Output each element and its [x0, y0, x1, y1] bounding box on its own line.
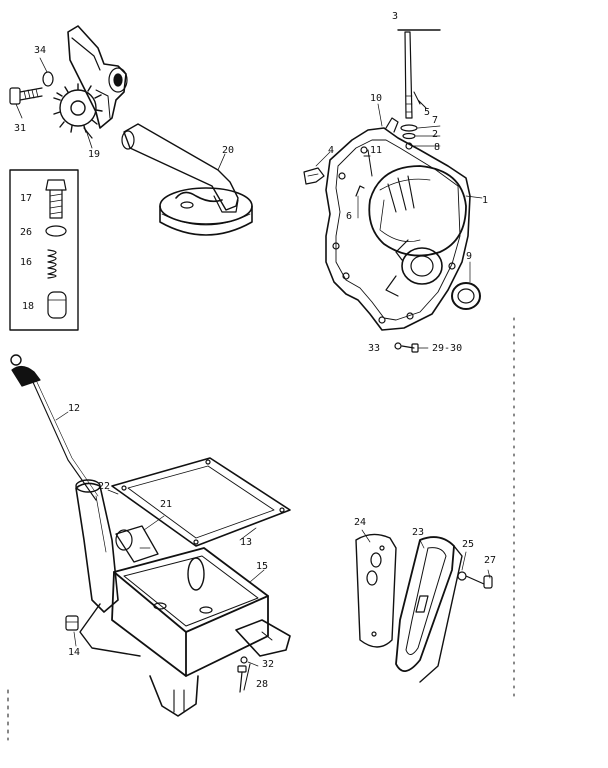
callout-20: 20	[222, 145, 235, 156]
callout-21: 21	[160, 499, 173, 510]
callout-17: 17	[20, 193, 33, 204]
washer-2	[402, 132, 416, 140]
callout-15: 15	[256, 561, 269, 572]
parts-box	[9, 169, 79, 331]
callout-10: 10	[370, 93, 383, 104]
dipstick-12	[10, 354, 99, 501]
callout-22: 22	[98, 481, 111, 492]
filler-tube-22	[75, 479, 119, 613]
oil-seal-9	[451, 282, 481, 310]
clip-8	[405, 142, 413, 150]
callout-7: 7	[432, 115, 439, 126]
plug-14	[65, 615, 79, 631]
callout-3: 3	[392, 11, 399, 22]
callout-28: 28	[256, 679, 269, 690]
callout-13: 13	[240, 537, 253, 548]
callout-18: 18	[22, 301, 35, 312]
pipe-fitting-21	[115, 515, 165, 563]
spring-16	[47, 249, 57, 279]
bolt-31	[9, 87, 43, 105]
callout-19: 19	[88, 149, 101, 160]
callout-12: 12	[68, 403, 81, 414]
washer-32	[240, 656, 248, 664]
callout-29-30: 29-30	[432, 343, 463, 354]
plunger-18	[47, 291, 67, 319]
callout-24: 24	[354, 517, 367, 528]
side-cover-assembly	[355, 529, 493, 683]
oring-26	[45, 225, 67, 237]
callout-2: 2	[432, 129, 439, 140]
callout-33: 33	[368, 343, 381, 354]
callout-6: 6	[346, 211, 353, 222]
washer-7	[400, 124, 418, 132]
washer-25	[457, 571, 467, 581]
washer-33	[394, 342, 402, 350]
callout-34: 34	[34, 45, 47, 56]
screw-29-30	[401, 343, 419, 353]
callout-23: 23	[412, 527, 425, 538]
callout-11: 11	[370, 145, 383, 156]
oil-pan-15	[65, 547, 291, 717]
bolt-28	[237, 665, 247, 693]
callout-27: 27	[484, 555, 497, 566]
callout-1: 1	[482, 195, 489, 206]
callout-31: 31	[14, 123, 27, 134]
oil-pump-assembly	[9, 25, 128, 149]
callout-25: 25	[462, 539, 475, 550]
crankcase-cover	[303, 29, 483, 353]
callout-32: 32	[262, 659, 275, 670]
bracket-4	[303, 167, 325, 185]
bolt-17	[45, 179, 67, 219]
callout-8: 8	[434, 142, 441, 153]
callout-14: 14	[68, 647, 81, 658]
screw-27	[465, 575, 493, 589]
callout-26: 26	[20, 227, 33, 238]
callout-4: 4	[328, 145, 335, 156]
oil-pan-gasket-13	[111, 457, 291, 547]
callout-16: 16	[20, 257, 33, 268]
callout-9: 9	[466, 251, 473, 262]
oil-pickup-screen-20	[121, 123, 253, 236]
callout-5: 5	[424, 107, 431, 118]
washer-34	[42, 71, 54, 87]
governor-shaft-3	[397, 29, 441, 119]
